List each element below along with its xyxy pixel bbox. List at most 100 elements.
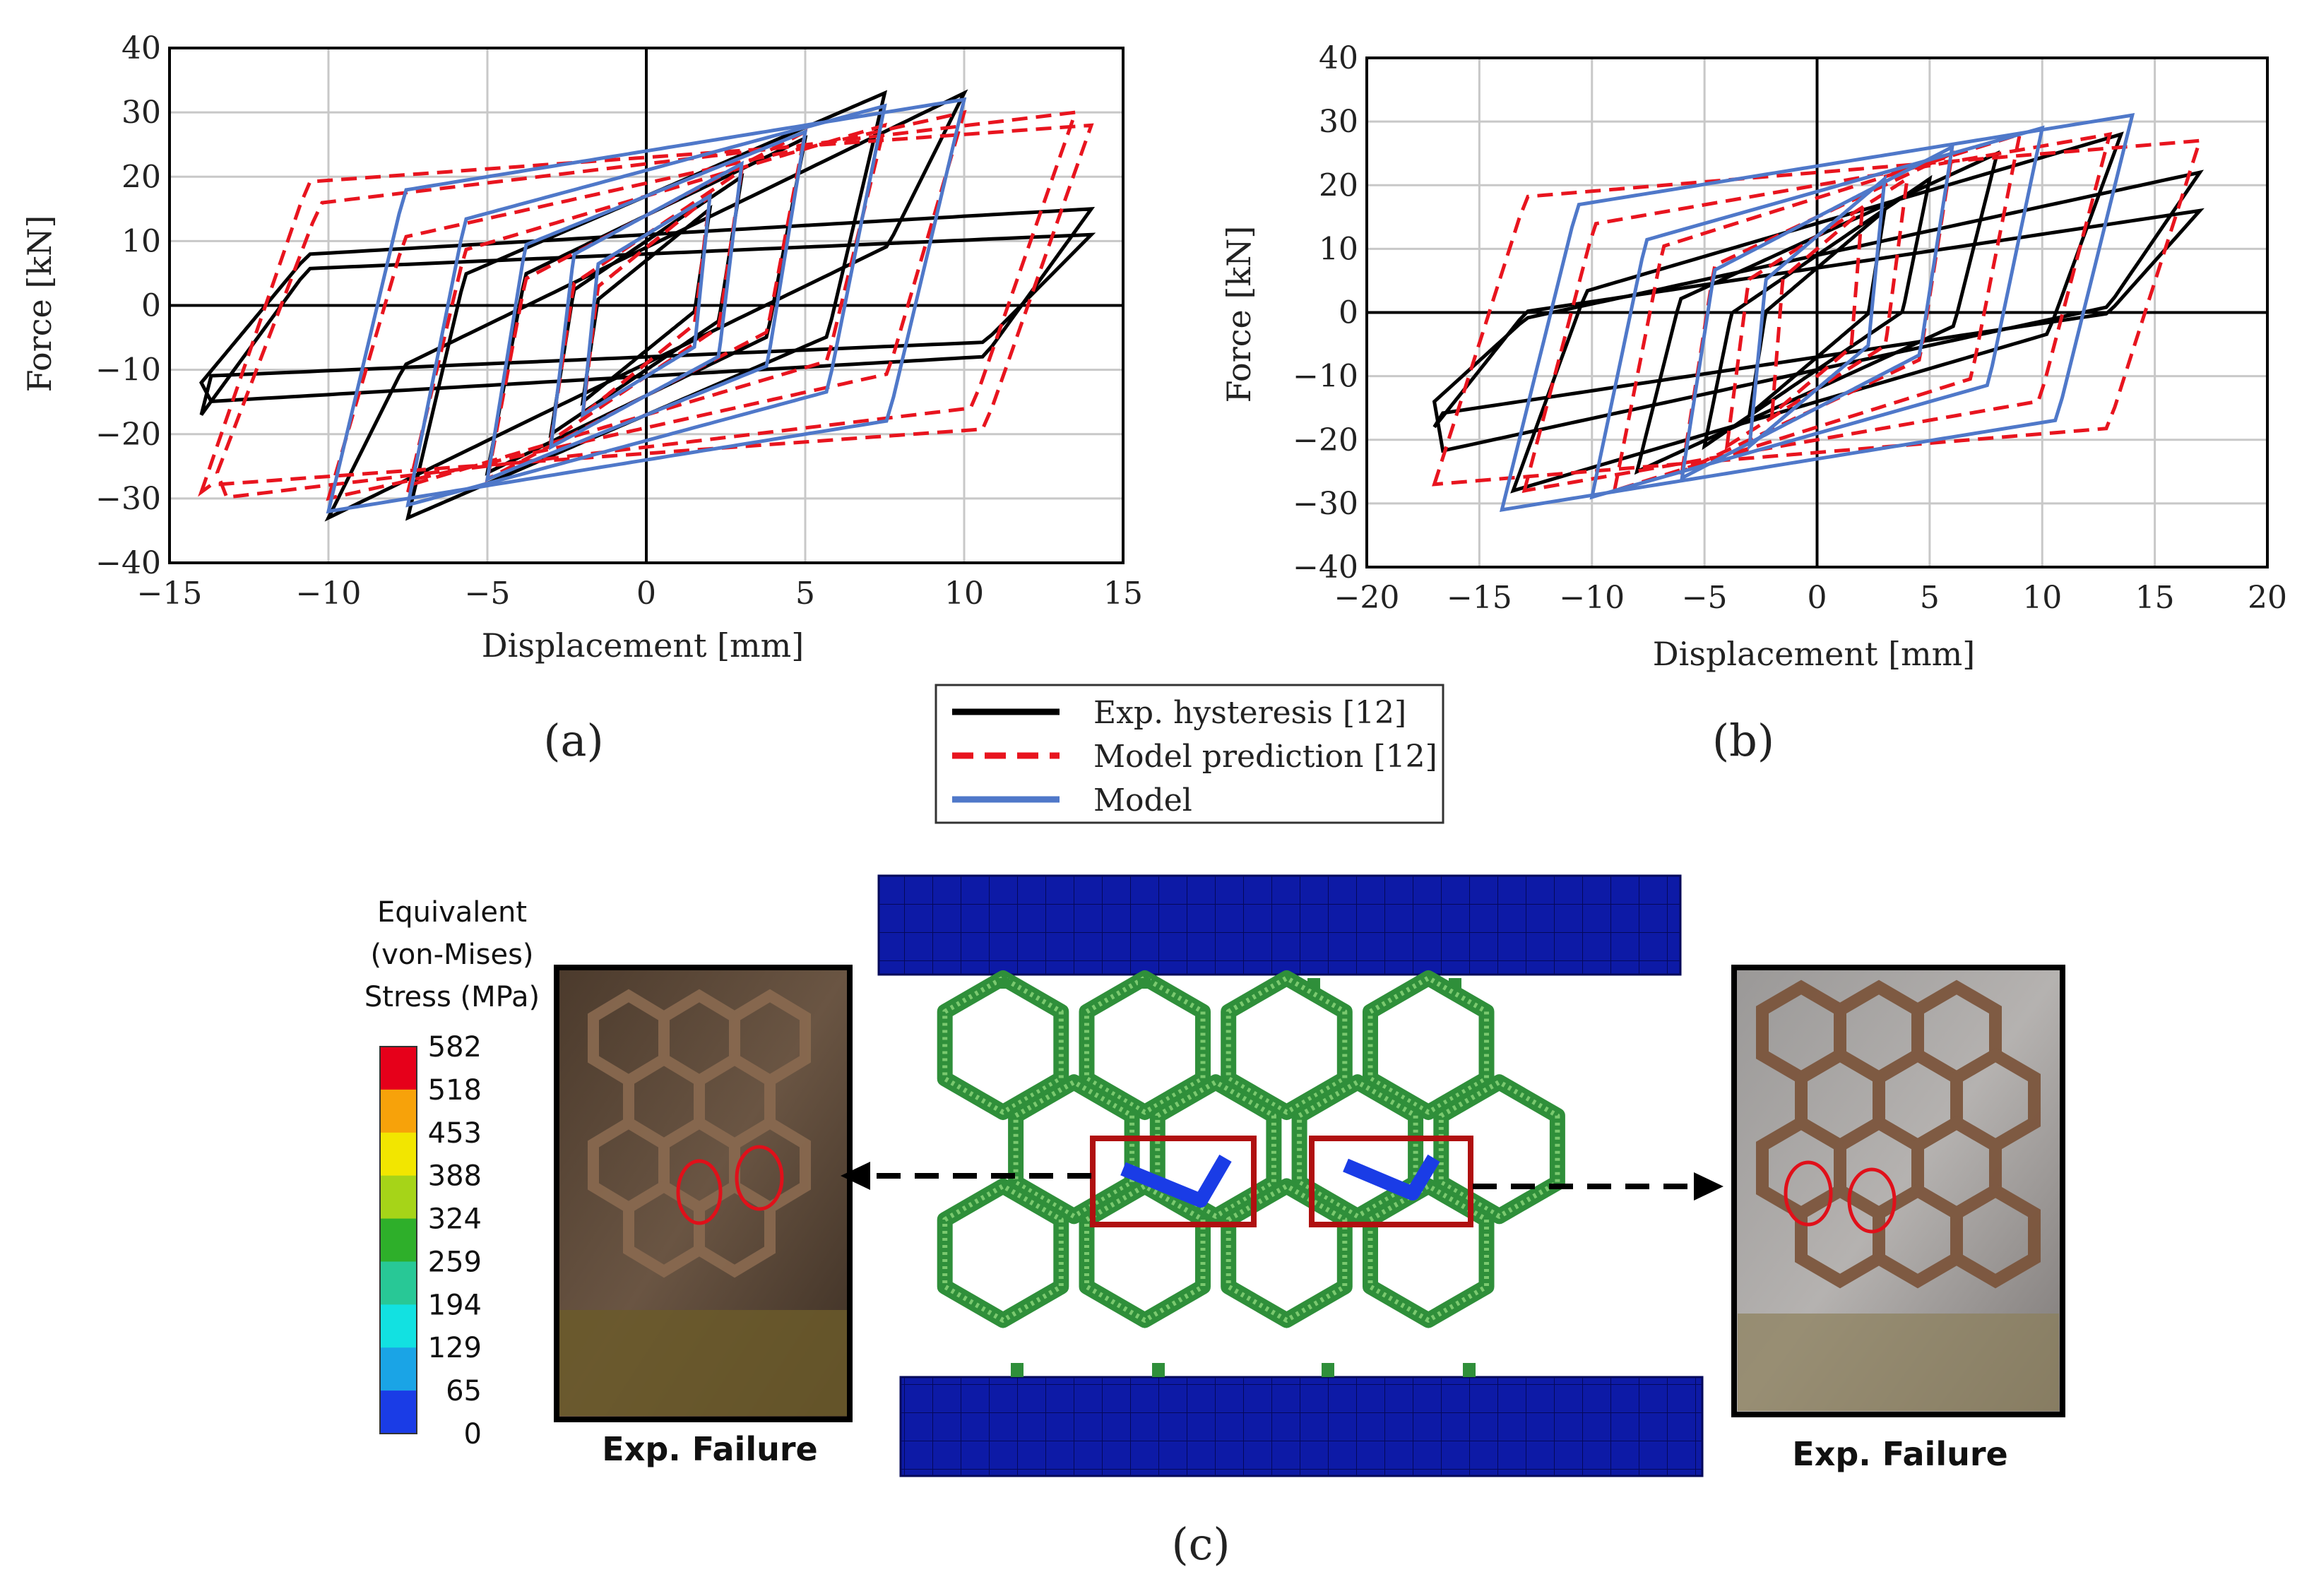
legend: Exp. hysteresis [12] Model prediction [1…: [935, 684, 1444, 824]
chart-b-series-0: [1432, 131, 2205, 494]
colorbar-band-4: [380, 1218, 417, 1262]
colorbar-tick-3: 388: [428, 1160, 482, 1193]
chart-a-series-2-loop-2: [485, 129, 808, 482]
colorbar-tick-1: 518: [428, 1074, 482, 1107]
chart-a-series-2: [326, 97, 967, 514]
chart-b-series-0-loop-4: [1432, 169, 2205, 453]
chart-b-xtick-0: −20: [1334, 580, 1400, 616]
chart-a-series: [198, 89, 1096, 522]
photo-left-caption: Exp. Failure: [602, 1430, 817, 1468]
chart-b-xtick-2: −10: [1559, 580, 1625, 616]
chart-a-xtick-3: 0: [636, 576, 656, 612]
fe-hex-cell-8: [937, 1178, 1069, 1328]
chart-b-plot-frame: [1365, 56, 2269, 568]
chart-a-series-2-loop-1: [548, 160, 744, 451]
chart-a-xtick-2: −5: [465, 576, 511, 612]
chart-a-series-0: [199, 89, 1096, 522]
chart-b-ylabel: Force [kN]: [1220, 226, 1258, 403]
colorbar-tick-2: 453: [428, 1117, 482, 1150]
fe-hex-cell-11: [1363, 1178, 1495, 1328]
chart-b-ytick-1: 30: [1319, 104, 1358, 140]
chart-b-series-1-loop-5: [1432, 138, 2202, 487]
chart-a-series-2-loop-3: [405, 103, 887, 508]
fe-highlight-left: [1090, 1136, 1257, 1227]
chart-b-ytick-3: 10: [1319, 231, 1358, 267]
colorbar-tick-5: 259: [428, 1246, 482, 1278]
chart-b-ytick-5: −10: [1293, 359, 1358, 395]
colorbar-title-line-2: (von-Mises): [370, 939, 533, 971]
chart-a-xtick-6: 15: [1103, 576, 1143, 612]
chart-b-series: [1432, 113, 2205, 512]
chart-a-xtick-5: 10: [944, 576, 984, 612]
chart-b-xtick-6: 10: [2022, 580, 2062, 616]
chart-b-series-1-loop-0: [1769, 206, 1865, 419]
chart-a-ytick-2: 20: [121, 159, 161, 195]
chart-b-ytick-8: −40: [1293, 549, 1358, 585]
colorbar-band-0: [380, 1047, 417, 1090]
fe-model: [877, 874, 1704, 1477]
colorbar-band-3: [380, 1175, 417, 1220]
panel-label-c: (c): [1171, 1518, 1230, 1570]
colorbar-band-8: [380, 1390, 417, 1434]
chart-b-ytick-4: 0: [1339, 295, 1358, 331]
chart-a-xtick-1: −10: [296, 576, 362, 612]
fe-hex-cell-7: [1433, 1074, 1565, 1225]
chart-b-xtick-1: −15: [1447, 580, 1512, 616]
photo-right-caption: Exp. Failure: [1792, 1435, 2007, 1473]
chart-a-series-2-loop-4: [326, 97, 967, 514]
chart-b-series-2-loop-3: [1499, 113, 2135, 512]
colorbar-band-5: [380, 1261, 417, 1305]
chart-a-ylabel: Force [kN]: [20, 215, 59, 393]
chart-a-ytick-1: 30: [121, 95, 161, 131]
chart-b-ytick-7: −30: [1293, 486, 1358, 522]
chart-a-xtick-0: −15: [137, 576, 203, 612]
arrow-left: [841, 1162, 1091, 1190]
fe-hex-cell-10: [1221, 1178, 1353, 1328]
legend-label-model: Model: [1093, 782, 1192, 818]
panel-label-b: (b): [1712, 715, 1774, 766]
fe-honeycomb: [937, 970, 1565, 1377]
fe-hex-cell-2: [1221, 970, 1353, 1120]
legend-label-exp: Exp. hysteresis [12]: [1093, 695, 1406, 731]
colorbar-tick-8: 65: [446, 1375, 482, 1407]
chart-a-plot-frame: [168, 47, 1125, 564]
chart-b-ytick-0: 40: [1319, 40, 1358, 76]
fe-failed-strut-left: [1120, 1154, 1232, 1208]
chart-b-series-2-loop-0: [1747, 174, 1887, 451]
panel-c: Equivalent (von-Mises) Stress (MPa) 5825…: [364, 874, 2065, 1570]
chart-b-series-0-loop-3: [1510, 131, 2124, 494]
chart-a-series-1-loop-3: [406, 122, 887, 494]
fe-hex-cell-3: [1363, 970, 1495, 1120]
photo-left-lattice: [588, 989, 811, 1278]
colorbar-tick-6: 194: [428, 1289, 482, 1321]
chart-a-ytick-7: −30: [95, 481, 161, 517]
chart-a-series-1-loop-6: [198, 123, 1094, 497]
fe-hex-cell-4: [1008, 1074, 1140, 1225]
colorbar-outline: [379, 1046, 417, 1434]
fe-failed-strut-right: [1343, 1154, 1440, 1201]
chart-a-series-0-loop-6: [199, 232, 1096, 416]
colorbar-bands: [379, 1046, 417, 1434]
legend-label-pred: Model prediction [12]: [1093, 739, 1437, 775]
chart-a-series-2-loop-0: [581, 192, 712, 419]
chart-b-series-2-loop-2: [1589, 125, 2045, 500]
photo-left: Exp. Failure: [554, 965, 853, 1468]
arrow-right: [1473, 1172, 1723, 1201]
chart-a-ytick-3: 10: [121, 223, 161, 259]
chart-a-series-1-loop-5: [215, 110, 1079, 500]
chart-b-xtick-4: 0: [1808, 580, 1827, 616]
colorbar-tick-0: 582: [428, 1031, 482, 1064]
chart-a-frame: [168, 47, 1125, 564]
fe-bottom-plate: [899, 1376, 1704, 1477]
chart-b-axes-lines: [1367, 58, 2267, 567]
colorbar-band-7: [380, 1347, 417, 1391]
chart-a-ytick-5: −10: [95, 352, 161, 388]
chart-b-series-2: [1499, 113, 2135, 512]
chart-b-xtick-8: 20: [2248, 580, 2287, 616]
chart-a-series-1-loop-4: [326, 109, 967, 501]
